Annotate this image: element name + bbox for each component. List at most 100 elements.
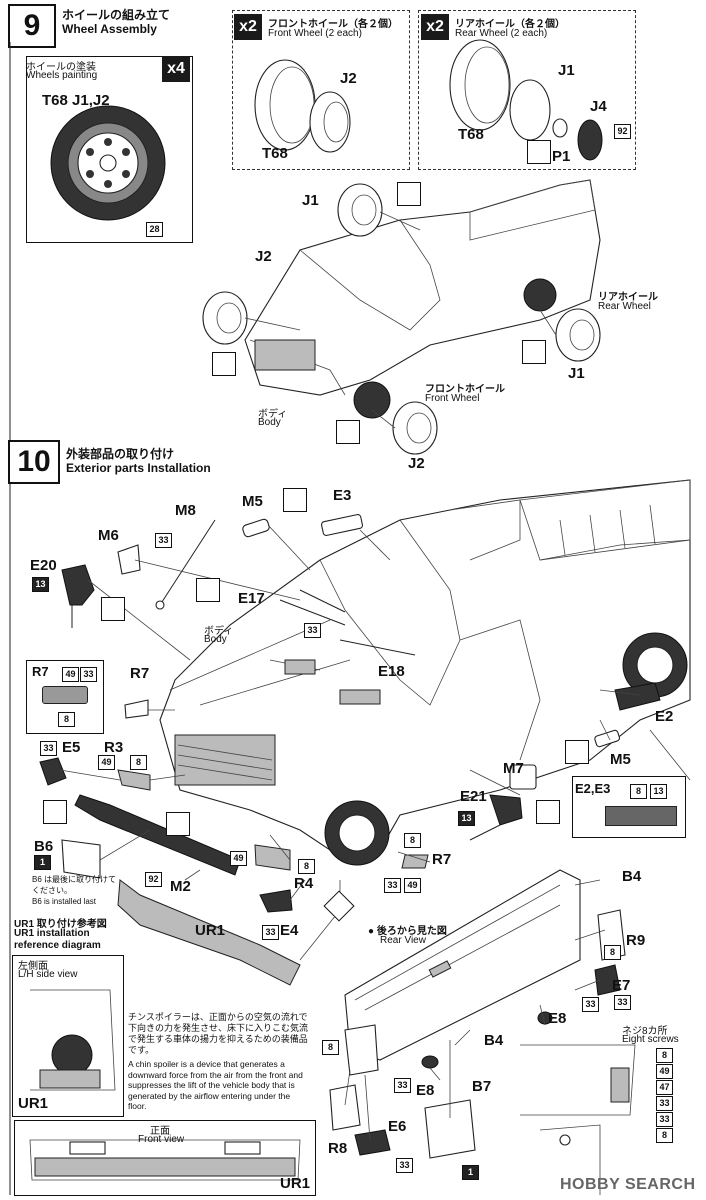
color-r7c: 49 — [404, 878, 421, 893]
cement-icon — [522, 340, 546, 364]
chin-spoiler-en: A chin spoiler is a device that generate… — [128, 1059, 303, 1111]
rear-wheel-title-jp: リアホイール（各２個） — [455, 19, 565, 30]
b6-note-jp: B6 は最後に取り付けてください。 — [32, 875, 117, 895]
front-wheel-part-t68: T68 — [262, 145, 288, 162]
rear-wheel-box — [418, 10, 636, 170]
color-b6: 1 — [34, 855, 51, 870]
lh-side-en: L/H side view — [18, 969, 78, 980]
rear-wheel-label-jp: リアホイール — [598, 292, 658, 303]
part-e5: E5 — [62, 739, 81, 756]
part-e6: E6 — [388, 1118, 407, 1135]
step9-callout-j2b: J2 — [408, 455, 425, 472]
part-m6: M6 — [98, 527, 119, 544]
step9-body-label-jp: ボディ — [258, 409, 288, 420]
part-r7c: R7 — [432, 851, 452, 868]
color-r4: 8 — [298, 859, 315, 874]
front-wheel-qty-badge: x2 — [234, 14, 262, 40]
r7-box-color-3: 8 — [58, 712, 75, 727]
part-e20: E20 — [30, 557, 57, 574]
e2e3-box-color-1: 8 — [630, 784, 647, 799]
ur1-ref-en-1: UR1 installation — [14, 928, 90, 939]
part-m5b: M5 — [610, 751, 631, 768]
color-m2b: 92 — [145, 872, 162, 887]
part-e8: E8 — [548, 1010, 567, 1027]
painting-title-en: Wheels painting — [26, 70, 98, 81]
step9-callout-j1b: J1 — [568, 365, 585, 382]
cement-icon — [536, 800, 560, 824]
r7-detail-part — [42, 686, 88, 704]
rear-wheel-part-j4: J4 — [590, 98, 607, 115]
lh-side-jp: 左側面 — [18, 961, 48, 972]
step-9-title-en: Wheel Assembly — [62, 22, 157, 36]
b6-note-en: B6 is installed last — [32, 897, 97, 906]
rear-wheel-part-j1: J1 — [558, 62, 575, 79]
step9-body-label-en: Body — [258, 417, 281, 428]
color-r3: 49 — [98, 755, 115, 770]
screws-jp: ネジ8カ所 — [622, 1026, 668, 1037]
step-10-title-en: Exterior parts Installation — [66, 461, 211, 475]
part-e3: E3 — [333, 487, 352, 504]
part-b7: B7 — [472, 1078, 492, 1095]
cement-icon — [527, 140, 551, 164]
part-m8: M8 — [175, 502, 196, 519]
e2e3-detail-part — [605, 806, 677, 826]
painting-box — [26, 56, 193, 243]
cement-icon — [43, 800, 67, 824]
cement-icon — [336, 420, 360, 444]
color-b7: 1 — [462, 1165, 479, 1180]
part-r8: R8 — [328, 1140, 348, 1157]
e2e3-box-color-2: 13 — [650, 784, 667, 799]
part-e18: E18 — [378, 663, 405, 680]
painting-labels: T68 J1,J2 — [42, 92, 110, 109]
part-ur1: UR1 — [195, 922, 226, 939]
front-wheel-label-jp: フロントホイール — [425, 384, 505, 395]
front-view-jp: 正面 — [150, 1126, 170, 1137]
part-m2: M2 — [170, 878, 191, 895]
part-r4: R4 — [294, 875, 314, 892]
color-m8: 33 — [155, 533, 172, 548]
color-r9: 8 — [604, 945, 621, 960]
painting-title-jp: ホイールの塗装 — [26, 62, 96, 73]
screw-color-4: 33 — [656, 1096, 673, 1111]
color-e17: 33 — [304, 623, 321, 638]
cement-icon — [283, 488, 307, 512]
part-e8b: E8 — [416, 1082, 435, 1099]
step-10-number: 10 — [8, 440, 60, 484]
color-r7b: 33 — [384, 878, 401, 893]
color-e7: 33 — [614, 995, 631, 1010]
color-e8b: 33 — [394, 1078, 411, 1093]
r7-box-color-1: 49 — [62, 667, 79, 682]
front-view-ur1: UR1 — [280, 1175, 311, 1192]
step10-body-label-jp: ボディ — [204, 626, 234, 637]
color-r7a: 8 — [404, 833, 421, 848]
part-m5: M5 — [242, 493, 263, 510]
part-r7: R7 — [130, 665, 150, 682]
step-10-title-jp: 外装部品の取り付け — [66, 447, 175, 461]
screws-en: Eight screws — [622, 1034, 679, 1045]
rear-wheel-label-en: Rear Wheel — [598, 301, 651, 312]
painting-color: 28 — [146, 222, 163, 237]
part-b4b: B4 — [484, 1032, 504, 1049]
lh-side-box — [12, 955, 124, 1117]
step9-callout-j1: J1 — [302, 192, 319, 209]
screw-color-5: 33 — [656, 1112, 673, 1127]
screw-color-2: 49 — [656, 1064, 673, 1079]
front-wheel-title-jp: フロントホイール（各２個） — [268, 19, 398, 30]
part-r9: R9 — [626, 932, 646, 949]
rear-wheel-qty-badge: x2 — [421, 14, 449, 40]
cement-icon — [101, 597, 125, 621]
front-wheel-box — [232, 10, 410, 170]
screw-color-6: 8 — [656, 1128, 673, 1143]
part-e17: E17 — [238, 590, 265, 607]
rear-view-jp: ● 後ろから見た図 — [368, 926, 447, 937]
r7-detail-box — [26, 660, 104, 734]
part-e7: E7 — [612, 977, 631, 994]
painting-qty-badge: x4 — [162, 56, 190, 82]
screw-color-3: 47 — [656, 1080, 673, 1095]
part-e4: E4 — [280, 922, 299, 939]
color-rear-left: 8 — [322, 1040, 339, 1055]
rear-wheel-part-t68: T68 — [458, 126, 484, 143]
step10-body-label-en: Body — [204, 634, 227, 645]
r7-box-color-2: 33 — [80, 667, 97, 682]
